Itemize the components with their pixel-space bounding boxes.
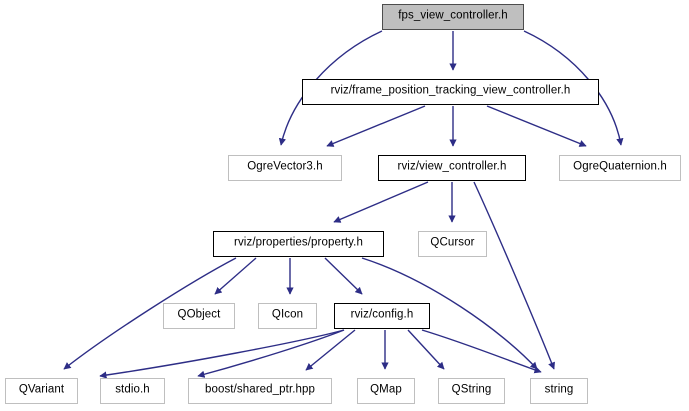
graph-node-label: OgreVector3.h xyxy=(247,160,323,173)
graph-node-label: rviz/properties/property.h xyxy=(234,236,363,249)
graph-node-qmap[interactable]: QMap xyxy=(357,378,415,404)
graph-node-label: QVariant xyxy=(18,383,65,396)
graph-edge-fptvc-to-ogrevec xyxy=(326,105,426,147)
graph-node-label: boost/shared_ptr.hpp xyxy=(204,383,316,396)
graph-edge-fptvc-to-ogrequat xyxy=(486,105,587,147)
graph-edge-viewctrl-to-string xyxy=(473,181,555,370)
graph-edge-config-to-string xyxy=(421,329,542,374)
graph-edge-config-to-boostptr xyxy=(305,329,356,371)
graph-node-label: QCursor xyxy=(430,236,475,249)
graph-node-label: OgreQuaternion.h xyxy=(573,160,667,173)
graph-node-property[interactable]: rviz/properties/property.h xyxy=(213,231,384,257)
graph-node-ogrequat[interactable]: OgreQuaternion.h xyxy=(559,155,681,181)
graph-node-label: QMap xyxy=(370,383,402,396)
graph-node-boostptr[interactable]: boost/shared_ptr.hpp xyxy=(188,378,332,404)
graph-node-fps[interactable]: fps_view_controller.h xyxy=(382,4,524,30)
graph-node-qstring[interactable]: QString xyxy=(438,378,505,404)
graph-node-config[interactable]: rviz/config.h xyxy=(334,303,430,329)
graph-node-qicon[interactable]: QIcon xyxy=(258,303,317,329)
graph-node-label: rviz/config.h xyxy=(350,308,414,321)
graph-edge-property-to-qobject xyxy=(214,257,257,295)
graph-edge-config-to-qstring xyxy=(407,329,445,370)
graph-node-label: rviz/view_controller.h xyxy=(397,160,507,173)
graph-node-fptvc[interactable]: rviz/frame_position_tracking_view_contro… xyxy=(302,79,599,105)
graph-node-label: fps_view_controller.h xyxy=(398,9,508,22)
graph-edge-property-to-config xyxy=(324,257,363,295)
graph-node-label: stdio.h xyxy=(115,383,150,396)
graph-node-stdio[interactable]: stdio.h xyxy=(100,378,165,404)
graph-node-label: QString xyxy=(451,383,492,396)
graph-node-ogrevec[interactable]: OgreVector3.h xyxy=(228,155,342,181)
graph-edge-viewctrl-to-property xyxy=(333,181,429,223)
graph-node-qobject[interactable]: QObject xyxy=(163,303,235,329)
graph-node-label: rviz/frame_position_tracking_view_contro… xyxy=(330,84,571,97)
graph-node-string[interactable]: string xyxy=(530,378,588,404)
graph-node-qcursor[interactable]: QCursor xyxy=(418,231,487,257)
graph-node-label: string xyxy=(544,383,574,396)
graph-edge-config-to-qvariant xyxy=(99,329,345,379)
graph-node-viewctrl[interactable]: rviz/view_controller.h xyxy=(378,155,526,181)
graph-node-qvariant[interactable]: QVariant xyxy=(5,378,78,404)
graph-edge-config-to-stdio xyxy=(197,329,345,378)
graph-node-label: QIcon xyxy=(271,308,304,321)
graph-node-label: QObject xyxy=(177,308,221,321)
